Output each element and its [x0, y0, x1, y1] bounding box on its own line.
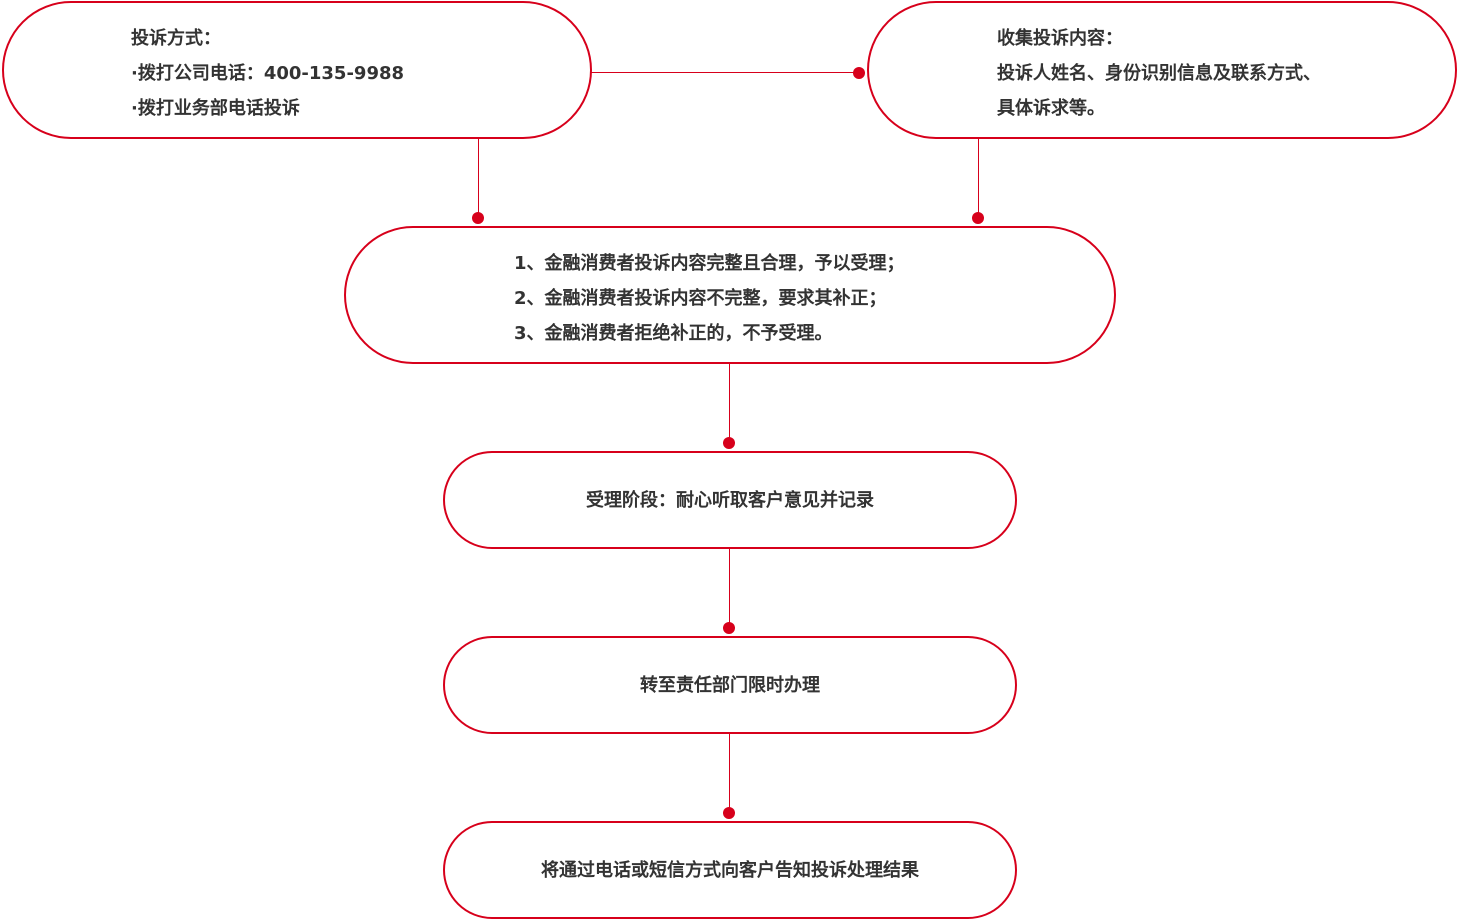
node-review-conditions: 1、金融消费者投诉内容完整且合理，予以受理； 2、金融消费者投诉内容不完整，要求… — [344, 226, 1116, 364]
review-line-2: 2、金融消费者投诉内容不完整，要求其补正； — [514, 288, 887, 309]
connector-methods-to-review — [478, 138, 479, 218]
complaint-method-department: ·拨打业务部电话投诉 — [131, 98, 300, 119]
node-accept-stage: 受理阶段：耐心听取客户意见并记录 — [443, 451, 1017, 549]
node-complaint-methods: 投诉方式： ·拨打公司电话：400-135-9988 ·拨打业务部电话投诉 — [2, 1, 592, 139]
connector-review-to-accept — [729, 363, 730, 443]
review-line-3: 3、金融消费者拒绝补正的，不予受理。 — [514, 323, 833, 344]
collect-content-line-1: 投诉人姓名、身份识别信息及联系方式、 — [997, 63, 1321, 84]
node-notify-result: 将通过电话或短信方式向客户告知投诉处理结果 — [443, 821, 1017, 919]
complaint-method-phone: ·拨打公司电话：400-135-9988 — [131, 63, 405, 84]
connector-accept-to-transfer — [729, 548, 730, 628]
connector-dot-accept — [723, 437, 735, 449]
complaint-methods-title: 投诉方式： — [131, 28, 221, 49]
collect-content-title: 收集投诉内容： — [997, 28, 1123, 49]
node-transfer-department: 转至责任部门限时办理 — [443, 636, 1017, 734]
connector-transfer-to-notify — [729, 733, 730, 813]
connector-dot-review-left — [472, 212, 484, 224]
connector-collect-to-review — [978, 138, 979, 218]
node-collect-content: 收集投诉内容： 投诉人姓名、身份识别信息及联系方式、 具体诉求等。 — [867, 1, 1457, 139]
collect-content-line-2: 具体诉求等。 — [997, 98, 1105, 119]
review-line-1: 1、金融消费者投诉内容完整且合理，予以受理； — [514, 253, 905, 274]
connector-dot-review-right — [972, 212, 984, 224]
connector-dot-transfer — [723, 622, 735, 634]
transfer-department-text: 转至责任部门限时办理 — [640, 675, 820, 696]
connector-dot-notify — [723, 807, 735, 819]
notify-result-text: 将通过电话或短信方式向客户告知投诉处理结果 — [541, 860, 919, 881]
connector-dot-collect — [853, 67, 865, 79]
accept-stage-text: 受理阶段：耐心听取客户意见并记录 — [586, 490, 874, 511]
connector-methods-to-collect — [591, 72, 859, 73]
